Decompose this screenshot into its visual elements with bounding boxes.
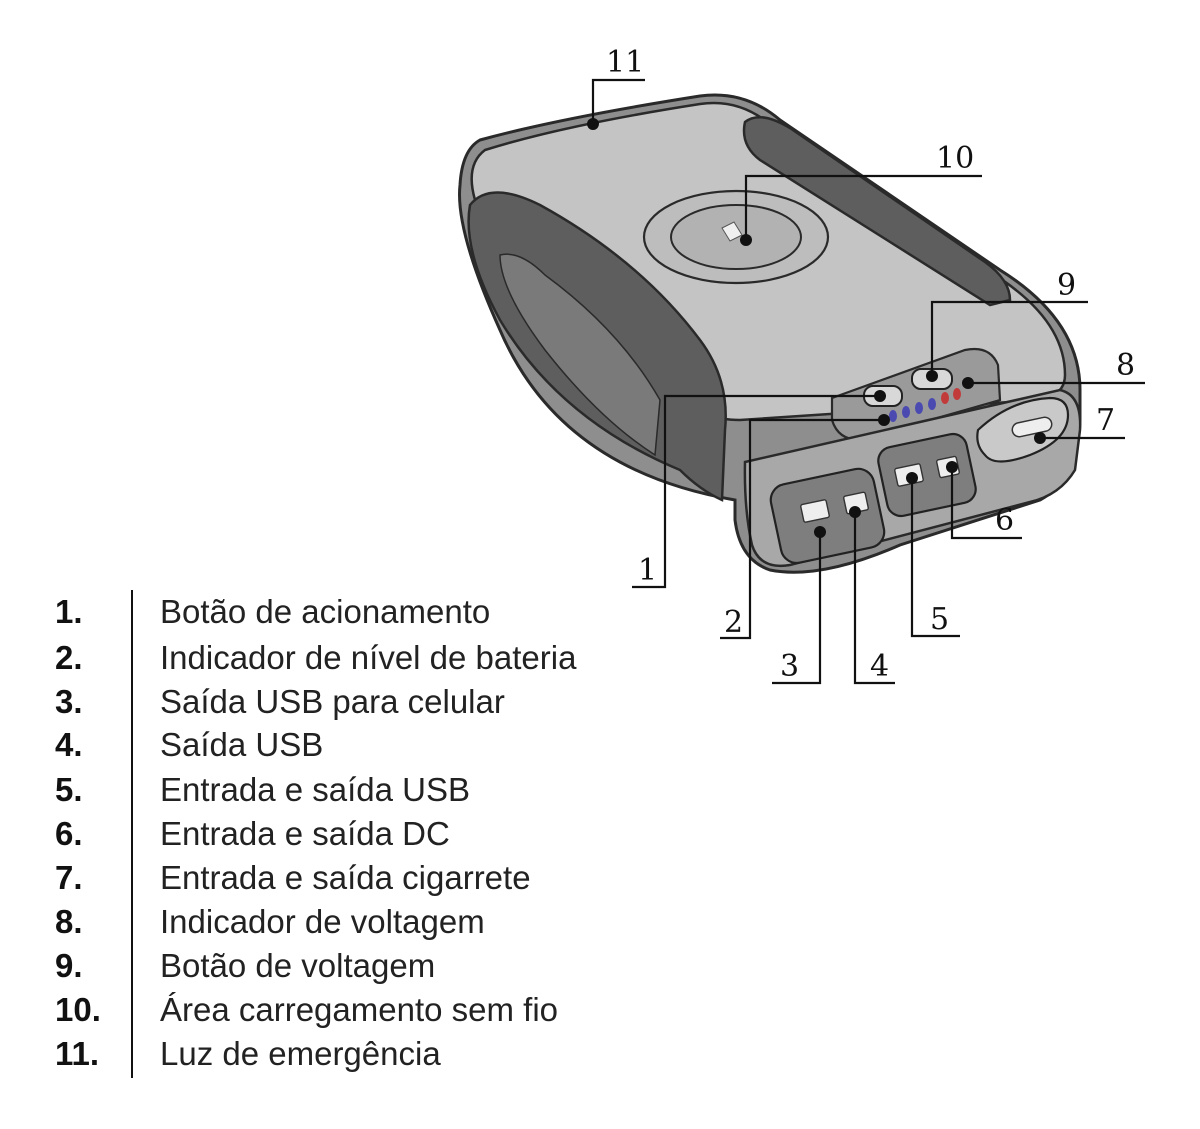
callout-4: 4: [870, 649, 889, 684]
dot-10: [740, 234, 752, 246]
dot-3: [814, 526, 826, 538]
legend-item-9: 9. Botão de voltagem: [0, 944, 700, 988]
legend-number: 9.: [55, 947, 83, 984]
legend-item-2: 2. Indicador de nível de bateria: [0, 636, 700, 680]
leader-6: [950, 467, 1022, 540]
leader-10: [744, 174, 982, 240]
legend-label: Indicador de voltagem: [160, 903, 485, 940]
dot-2: [878, 414, 890, 426]
dot-8: [962, 377, 974, 389]
dot-5: [906, 472, 918, 484]
legend-divider: [131, 590, 133, 1078]
legend-number: 10.: [55, 991, 101, 1028]
callout-9: 9: [1057, 268, 1076, 303]
dot-11: [587, 118, 599, 130]
callout-8: 8: [1116, 348, 1135, 383]
wireless-icon: [721, 221, 743, 242]
legend-item-5: 5. Entrada e saída USB: [0, 768, 700, 812]
callout-1: 1: [638, 553, 657, 588]
control-panel: [830, 347, 1002, 442]
callout-11: 11: [606, 45, 644, 80]
legend-number: 2.: [55, 639, 83, 676]
battery-leds: [889, 398, 936, 422]
callout-3: 3: [780, 649, 799, 684]
legend-number: 4.: [55, 726, 83, 763]
legend-item-6: 6. Entrada e saída DC: [0, 812, 700, 856]
legend-label: Saída USB: [160, 726, 324, 763]
dot-1: [874, 390, 886, 402]
legend-label: Indicador de nível de bateria: [160, 639, 577, 676]
voltage-leds: [941, 388, 961, 404]
legend-number: 11.: [55, 1035, 100, 1072]
cigarette-socket-slot: [1011, 416, 1053, 438]
leader-1: [632, 394, 880, 589]
legend-label: Entrada e saída DC: [160, 815, 450, 852]
callout-5: 5: [930, 602, 949, 637]
legend-number: 1.: [55, 593, 83, 630]
dot-6: [946, 461, 958, 473]
legend-label: Entrada e saída USB: [160, 771, 471, 808]
usb-phone-port: [800, 499, 830, 523]
legend-item-3: 3. Saída USB para celular: [0, 680, 700, 724]
dot-4: [849, 506, 861, 518]
leader-4: [853, 512, 895, 685]
legend-item-4: 4. Saída USB: [0, 723, 700, 767]
legend-number: 5.: [55, 771, 83, 808]
dot-9: [926, 370, 938, 382]
legend-number: 8.: [55, 903, 83, 940]
right-grip: [742, 115, 1012, 307]
callouts: 11 10 9 8 7 6 5 4 3 2: [587, 45, 1145, 685]
leader-5: [910, 478, 960, 638]
callout-2: 2: [724, 605, 743, 640]
legend-label: Botão de acionamento: [160, 593, 491, 630]
legend-item-7: 7. Entrada e saída cigarrete: [0, 856, 700, 900]
legend-item-8: 8. Indicador de voltagem: [0, 900, 700, 944]
callout-10: 10: [936, 141, 974, 176]
legend-number: 6.: [55, 815, 83, 852]
legend-label: Área carregamento sem fio: [160, 991, 559, 1028]
power-bank-illustration: [458, 93, 1082, 574]
callout-6: 6: [995, 503, 1014, 538]
callout-7: 7: [1096, 403, 1115, 438]
legend-label: Luz de emergência: [160, 1035, 441, 1072]
leader-9: [930, 300, 1088, 376]
legend-number: 7.: [55, 859, 83, 896]
leader-11: [591, 78, 645, 124]
legend-item-11: 11. Luz de emergência: [0, 1032, 700, 1076]
legend-label: Botão de voltagem: [160, 947, 436, 984]
legend-item-10: 10. Área carregamento sem fio: [0, 988, 700, 1032]
leader-3: [772, 532, 822, 685]
leader-2: [720, 418, 884, 640]
left-grip-highlight: [499, 253, 661, 457]
legend-item-1: 1. Botão de acionamento: [0, 590, 700, 634]
legend-number: 3.: [55, 683, 83, 720]
legend-label: Saída USB para celular: [160, 683, 505, 720]
legend-label: Entrada e saída cigarrete: [160, 859, 531, 896]
dot-7: [1034, 432, 1046, 444]
